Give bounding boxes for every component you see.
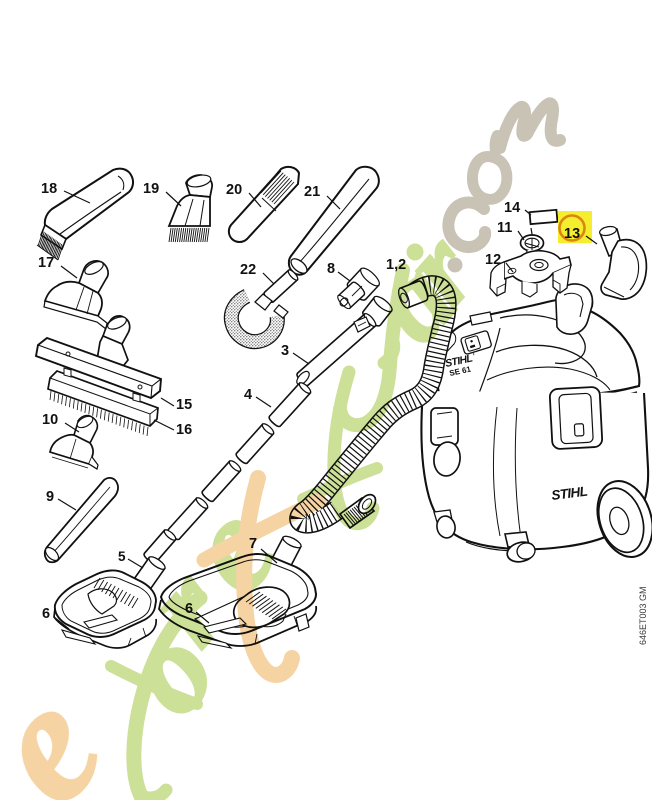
svg-text:15: 15 (176, 397, 192, 413)
svg-text:4: 4 (244, 387, 252, 403)
svg-text:22: 22 (240, 262, 256, 278)
svg-text:5: 5 (118, 549, 126, 564)
svg-text:3: 3 (281, 343, 289, 359)
svg-text:13: 13 (564, 226, 580, 242)
svg-text:16: 16 (176, 422, 192, 438)
svg-text:646ET003 GM: 646ET003 GM (638, 586, 648, 645)
svg-text:14: 14 (504, 200, 520, 216)
svg-text:10: 10 (42, 412, 58, 428)
svg-text:19: 19 (143, 181, 159, 197)
svg-text:8: 8 (327, 261, 335, 277)
svg-text:21: 21 (304, 184, 320, 200)
svg-text:20: 20 (226, 182, 242, 198)
svg-text:11: 11 (497, 220, 512, 236)
svg-text:17: 17 (38, 255, 54, 271)
svg-text:12: 12 (485, 252, 501, 268)
svg-text:9: 9 (46, 489, 54, 505)
svg-text:18: 18 (41, 181, 57, 197)
svg-text:6: 6 (42, 606, 50, 622)
svg-text:STIHL: STIHL (551, 484, 589, 503)
